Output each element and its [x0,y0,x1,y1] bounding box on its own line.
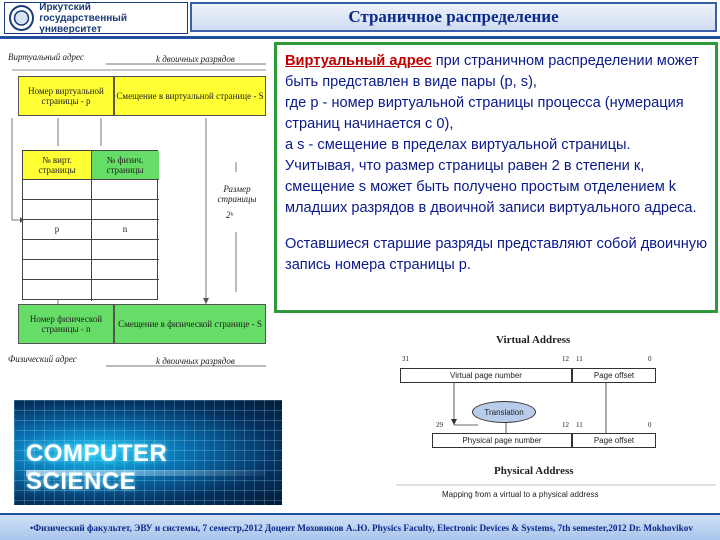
university-name: Иркутский государственный университет [39,1,127,35]
address-mapping-diagram: Virtual Address 31 12 11 0 Virtual page … [396,325,716,505]
glow-bar [26,470,266,476]
bit-12-top-label: 12 [562,355,569,363]
k-bits-bottom-label: k двоичных разрядов [156,356,235,366]
physical-offset-field: Смещение в физической странице - S [114,304,266,344]
paging-diagram: Виртуальный адрес k двоичных разрядов Но… [6,42,270,372]
bit-11-top-label: 11 [576,355,583,363]
physical-page-number-field: Номер физической страницы - n [18,304,114,344]
bit-11-bottom-label: 11 [576,421,583,429]
physical-page-number-box: Physical page number [432,433,572,448]
circuit-pattern [14,400,282,505]
bit-0-bottom-label: 0 [648,421,652,429]
page-size-value: 2ᵏ [226,210,234,220]
table-row-divider [23,259,159,260]
bit-29-label: 29 [436,421,443,429]
virtual-page-number-field: Номер виртуальной страницы - p [18,76,114,116]
virtual-offset-field: Смещение в виртуальной странице - S [114,76,266,116]
virtual-address-label: Виртуальный адрес [8,52,84,62]
table-row-divider [23,219,159,220]
table-cell-n: n [122,224,128,234]
k-bits-top-label: k двоичных разрядов [156,54,235,64]
table-row-divider [23,179,159,180]
diagram-lines [11,63,266,367]
virtual-address-title: Virtual Address [496,334,571,346]
table-row-divider [23,199,159,200]
page-size-label: Размер страницы [217,184,257,204]
page-table: № вирт. страницы № физич. страницы p n [22,150,159,301]
virtual-address-term: Виртуальный адрес [285,53,432,69]
slide-footer: •Физический факультет, ЭВУ и системы, 7 … [0,513,720,540]
physical-address-label: Физический адрес [8,354,77,364]
bit-12-bottom-label: 12 [562,421,569,429]
university-emblem-icon [9,5,35,31]
bit-31-label: 31 [402,355,409,363]
table-row-divider [23,279,159,280]
bit-0-top-label: 0 [648,355,652,363]
footer-text: •Физический факультет, ЭВУ и системы, 7 … [30,522,693,533]
title-divider [0,36,720,39]
physical-address-title: Physical Address [494,465,574,477]
table-row-divider [23,239,159,240]
university-logo: Иркутский государственный университет [4,1,188,35]
explanation-paragraph-5: Оставшиеся старшие разряды представляют … [285,236,708,273]
computer-science-image: COMPUTER SCIENCE [14,400,282,505]
explanation-paragraph-4: Учитывая, что размер страницы равен 2 в … [285,158,697,216]
table-header-physical: № физич. страницы [91,151,159,179]
computer-science-text: COMPUTER SCIENCE [26,440,168,495]
mapping-lines [396,383,716,486]
mapping-caption: Mapping from a virtual to a physical add… [442,490,599,499]
explanation-paragraph-3: а s - смещение в пределах виртуальной ст… [285,137,631,153]
slide-title-bar: Страничное распределение [190,2,717,32]
page-offset-top-box: Page offset [572,368,656,383]
table-column-divider [91,151,92,301]
explanation-box: Виртуальный адрес при страничном распред… [274,42,718,313]
table-header-virtual: № вирт. страницы [23,151,91,179]
table-cell-p: p [54,224,60,234]
translation-node: Translation [472,401,536,423]
explanation-paragraph-2: где p - номер виртуальной страницы проце… [285,95,684,132]
explanation-paragraph-1: Виртуальный адрес при страничном распред… [285,53,699,90]
virtual-page-number-box: Virtual page number [400,368,572,383]
slide-title: Страничное распределение [348,7,559,26]
page-offset-bottom-box: Page offset [572,433,656,448]
